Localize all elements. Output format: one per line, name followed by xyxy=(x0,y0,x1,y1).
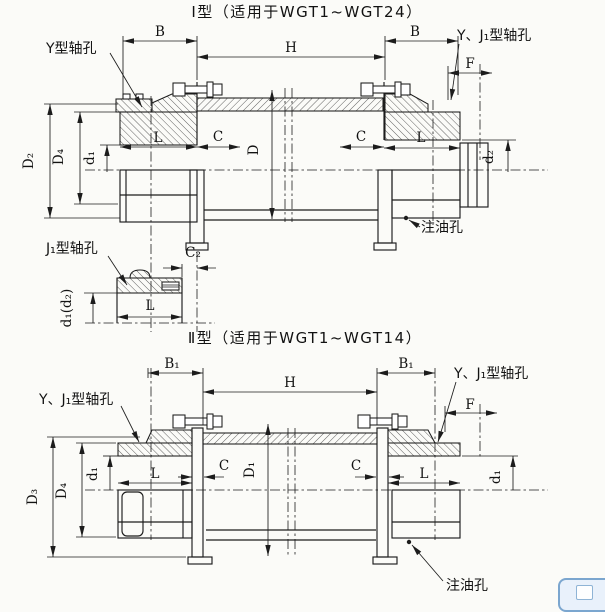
label-F: F xyxy=(465,56,474,72)
label-D2: D₂ xyxy=(21,153,37,169)
left-hub-keyway-profile xyxy=(121,491,144,537)
label-d1-left: d₁ xyxy=(85,467,101,481)
label-C-right: C xyxy=(351,458,361,474)
inset-structure xyxy=(85,252,215,332)
right-hub-section xyxy=(384,111,461,141)
flange-bolt xyxy=(172,413,223,430)
label-H: H xyxy=(285,40,297,56)
leader-oil-hole xyxy=(411,544,444,582)
label-B-left: B xyxy=(155,24,165,40)
leader-yj1-bore xyxy=(449,43,460,101)
right-hub-gear-hump xyxy=(387,429,436,444)
left-hub-gear-hump xyxy=(145,429,193,444)
left-flange xyxy=(191,427,204,558)
label-D4: D₄ xyxy=(54,483,70,499)
right-hub-gear-hump xyxy=(384,93,429,113)
label-C2: C₂ xyxy=(185,245,201,261)
label-F: F xyxy=(465,397,474,413)
figure1-dimensions xyxy=(44,36,516,229)
left-hub-section xyxy=(119,111,198,146)
label-L-right: L xyxy=(420,466,429,482)
label-D: D xyxy=(246,144,262,155)
leader-oil-hole xyxy=(408,219,421,229)
label-B1-right: B₁ xyxy=(398,356,413,372)
flange-bolt xyxy=(357,413,408,430)
right-hub-section xyxy=(387,442,461,457)
label-C-left: C xyxy=(219,458,229,474)
oil-hole xyxy=(406,539,412,545)
label-L-left: L xyxy=(154,130,163,146)
left-hub-gear-hump xyxy=(151,93,198,113)
cap-screw xyxy=(122,93,131,100)
inset-dimensions xyxy=(84,255,216,323)
callout-oil-hole: 注油孔 xyxy=(421,220,463,236)
return-button[interactable] xyxy=(558,578,605,612)
label-L-left: L xyxy=(151,466,160,482)
callout-oil-hole: 注油孔 xyxy=(446,578,488,594)
leader-yj1-right xyxy=(437,381,457,443)
label-H: H xyxy=(284,375,296,391)
return-icon xyxy=(576,585,593,600)
label-d2: d₂ xyxy=(481,150,497,164)
inset-labels: J₁型轴孔 C₂ L d₁(d₂) xyxy=(45,241,201,327)
figure1-lower-structure xyxy=(119,169,461,251)
label-d1-right: d₁ xyxy=(488,470,504,484)
label-C-left: C xyxy=(213,129,223,145)
label-D3: D₃ xyxy=(25,489,41,505)
j1-boss xyxy=(129,269,151,279)
callout-y-bore: Y型轴孔 xyxy=(45,41,97,57)
figure2-labels: Ⅱ型（适用于WGT1~WGT14） Y、J₁型轴孔 Y、J₁型轴孔 注油孔 B₁… xyxy=(25,329,528,594)
label-L-right: L xyxy=(417,130,426,146)
coupling-technical-drawing: Ⅰ型（适用于WGT1~WGT24） Y型轴孔 Y、J₁型轴孔 注油孔 B H B… xyxy=(21,3,548,594)
callout-yj1-bore: Y、J₁型轴孔 xyxy=(456,28,531,44)
intermediate-sleeve-tube xyxy=(202,432,378,445)
figure1-title: Ⅰ型（适用于WGT1~WGT24） xyxy=(191,3,422,21)
right-flange-elevation xyxy=(377,169,393,244)
left-hub-section xyxy=(117,442,193,457)
flange-bolt xyxy=(172,81,223,98)
right-flange xyxy=(376,427,389,558)
left-hub-elevation xyxy=(117,489,193,539)
left-hub-end-cap xyxy=(115,98,153,113)
figure1-upper-structure xyxy=(115,81,489,208)
oil-hole xyxy=(403,215,409,221)
figure2-type2: Ⅱ型（适用于WGT1~WGT14） Y、J₁型轴孔 Y、J₁型轴孔 注油孔 B₁… xyxy=(25,329,548,594)
set-screw-hole xyxy=(161,281,180,291)
leader-yj1-left xyxy=(120,405,140,443)
callout-j1-bore: J₁型轴孔 xyxy=(45,241,98,257)
intermediate-sleeve-tube xyxy=(196,97,384,112)
figure1-labels: Ⅰ型（适用于WGT1~WGT24） Y型轴孔 Y、J₁型轴孔 注油孔 B H B… xyxy=(21,3,531,236)
figure2-lower-structure xyxy=(117,489,461,565)
leader-y-bore xyxy=(109,52,143,108)
label-D4: D₄ xyxy=(51,149,67,165)
leader-j1-bore xyxy=(107,255,128,286)
label-D1: D₁ xyxy=(242,462,258,478)
right-hub-elevation xyxy=(391,169,461,219)
label-d1d2: d₁(d₂) xyxy=(59,289,75,328)
inset-j1-detail: J₁型轴孔 C₂ L d₁(d₂) xyxy=(45,241,216,332)
flange-bolt xyxy=(360,81,411,98)
label-L-inset: L xyxy=(146,298,155,314)
callout-yj1-right: Y、J₁型轴孔 xyxy=(453,366,528,382)
label-C-right: C xyxy=(356,129,366,145)
figure2-dimensions xyxy=(47,368,518,582)
figure2-upper-structure xyxy=(117,413,461,558)
label-B1-left: B₁ xyxy=(164,356,179,372)
left-hub-elevation xyxy=(119,169,198,223)
label-B-right: B xyxy=(410,24,420,40)
callout-yj1-left: Y、J₁型轴孔 xyxy=(38,392,113,408)
right-hub-elevation xyxy=(391,489,461,539)
figure2-centerlines xyxy=(85,368,548,557)
figure2-title: Ⅱ型（适用于WGT1~WGT14） xyxy=(188,329,422,347)
label-d1: d₁ xyxy=(82,151,98,165)
figure1-type1: Ⅰ型（适用于WGT1~WGT24） Y型轴孔 Y、J₁型轴孔 注油孔 B H B… xyxy=(21,3,548,332)
